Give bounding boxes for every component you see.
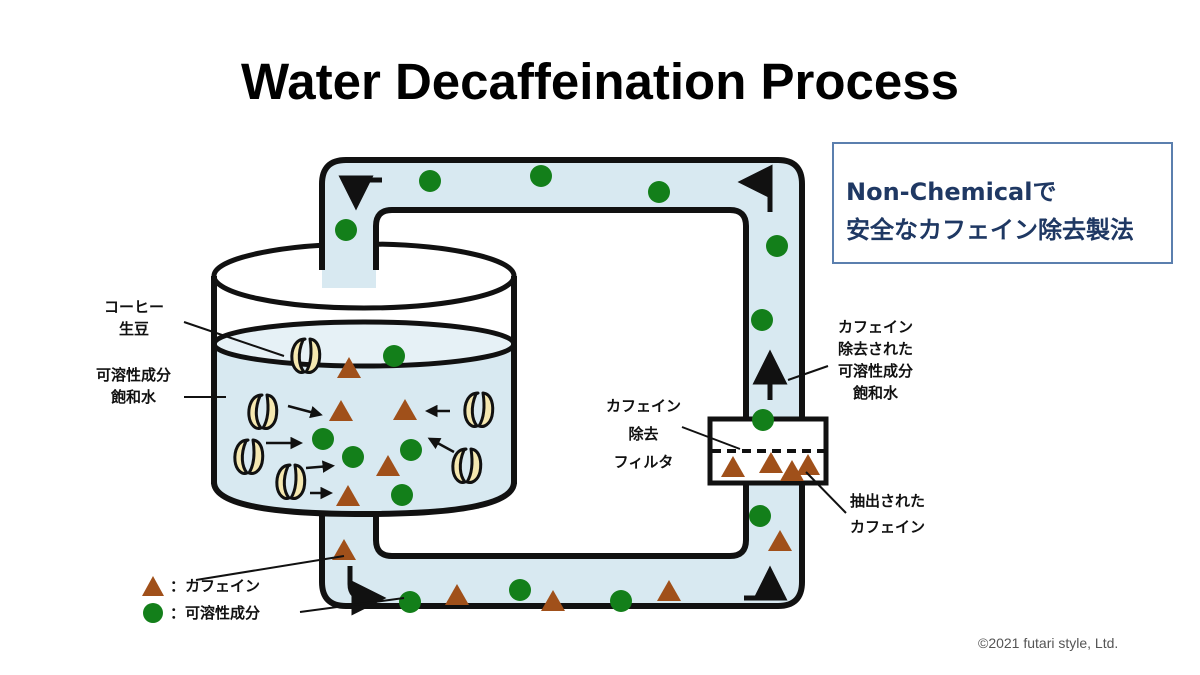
label-line: コーヒー <box>104 298 165 316</box>
soluble-components <box>312 165 788 613</box>
label-caffeine-filter: カフェイン 除去 フィルタ <box>606 392 681 476</box>
flow-arrow-icon <box>737 164 773 212</box>
caffeine-icon <box>376 455 400 476</box>
soluble-component-icon <box>610 590 632 612</box>
soluble-component-icon <box>391 484 413 506</box>
soluble-component-icon <box>312 428 334 450</box>
soluble-component-icon <box>335 219 357 241</box>
caffeine-icon <box>780 460 804 481</box>
label-line: 除去された <box>838 340 914 358</box>
label-line: カフェイン <box>606 397 682 415</box>
label-line: フィルタ <box>613 453 674 471</box>
flow-arrow-icon <box>744 565 788 601</box>
flow-arrow-icon <box>347 566 387 616</box>
label-line: カフェイン <box>850 518 926 536</box>
flow-arrow-icon <box>338 175 382 211</box>
label-line: 飽和水 <box>111 388 157 406</box>
legend-caffeine-label: ：カフェイン <box>170 577 261 595</box>
soluble-component-icon <box>399 591 421 613</box>
legend-soluble-label: ：可溶性成分 <box>170 604 261 622</box>
caffeine-icon <box>329 400 353 421</box>
caffeine-icon <box>657 580 681 601</box>
soluble-component-icon <box>749 505 771 527</box>
label-saturated-water: 可溶性成分 飽和水 <box>96 364 171 408</box>
label-line: 可溶性成分 <box>96 366 172 384</box>
label-line: 可溶性成分 <box>838 362 914 380</box>
caffeine-icon <box>337 357 361 378</box>
label-coffee-beans: コーヒー 生豆 <box>104 296 164 340</box>
soluble-component-icon <box>400 439 422 461</box>
diffusion-arrows <box>266 404 455 500</box>
label-line: 除去 <box>628 425 659 443</box>
caffeine-icon <box>332 539 356 560</box>
label-line: 飽和水 <box>853 384 899 402</box>
copyright: ©2021 futari style, Ltd. <box>978 635 1119 651</box>
label-line: 抽出された <box>850 492 926 510</box>
soluble-component-icon <box>419 170 441 192</box>
caffeine-molecules <box>329 357 820 611</box>
caffeine-icon <box>336 485 360 506</box>
label-extracted-caffeine: 抽出された カフェイン <box>850 488 925 540</box>
flow-arrows <box>338 164 788 616</box>
label-line: カフェイン <box>838 318 914 336</box>
caffeine-icon <box>796 454 820 475</box>
soluble-component-icon <box>342 446 364 468</box>
tank <box>211 240 517 518</box>
caffeine-icon <box>445 584 469 605</box>
caffeine-icon <box>721 456 745 477</box>
caffeine-icon <box>541 590 565 611</box>
caffeine-icon <box>393 399 417 420</box>
callout-line-2: 安全なカフェイン除去製法 <box>846 216 1134 244</box>
caffeine-icon <box>759 452 783 473</box>
soluble-component-icon <box>509 579 531 601</box>
leader-lines <box>183 321 847 613</box>
page-title: Water Decaffeination Process <box>240 53 959 110</box>
soluble-component-icon <box>648 181 670 203</box>
label-line: 生豆 <box>119 320 150 338</box>
caffeine-icon <box>768 530 792 551</box>
non-chemical-callout: Non-Chemicalで 安全なカフェイン除去製法 <box>832 142 1173 264</box>
soluble-component-icon <box>766 235 788 257</box>
soluble-component-icon <box>530 165 552 187</box>
soluble-component-icon <box>752 409 774 431</box>
label-decaf-water: カフェイン 除去された 可溶性成分 飽和水 <box>838 316 913 404</box>
soluble-component-icon <box>751 309 773 331</box>
soluble-legend-icon <box>143 603 163 623</box>
caffeine-legend-icon <box>142 576 164 596</box>
soluble-component-icon <box>383 345 405 367</box>
legend-icons <box>142 576 164 623</box>
callout-line-1: Non-Chemicalで <box>846 178 1057 206</box>
